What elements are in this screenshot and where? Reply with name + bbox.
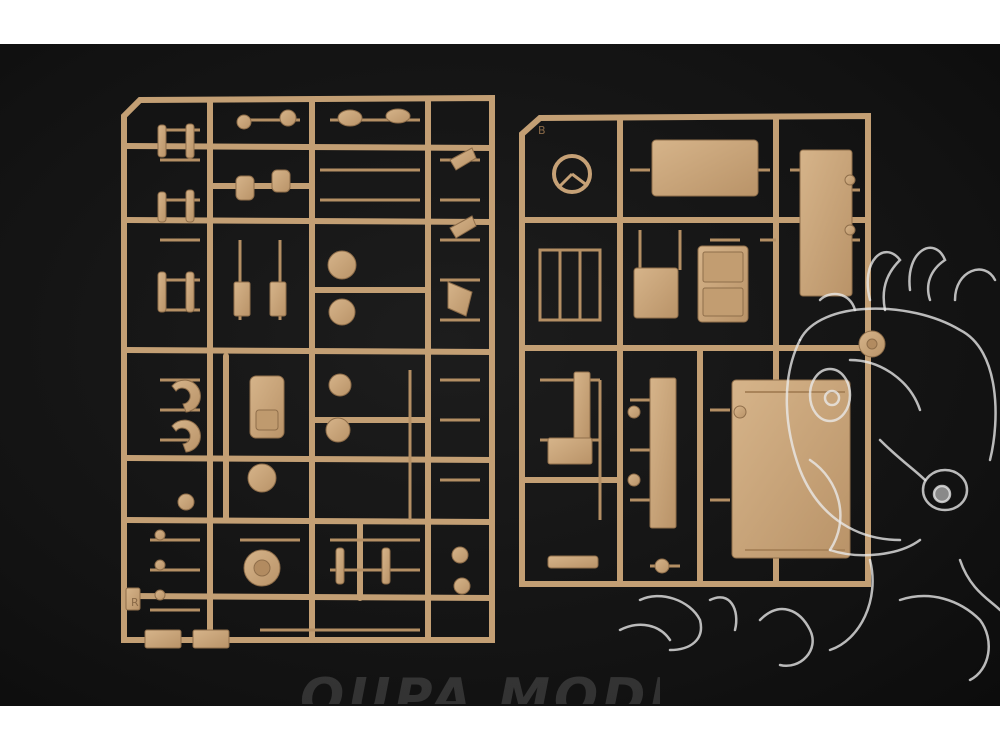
watermark-creature-logo xyxy=(618,246,1000,682)
right-sprue-parts xyxy=(547,139,886,574)
sprue-label-r: R xyxy=(131,596,139,609)
sprue-label-b: B xyxy=(538,124,546,137)
left-sprue-frame xyxy=(121,94,495,643)
left-sprue-parts xyxy=(125,108,477,649)
watermark-brand-text: OUPA MODEL xyxy=(300,668,660,704)
